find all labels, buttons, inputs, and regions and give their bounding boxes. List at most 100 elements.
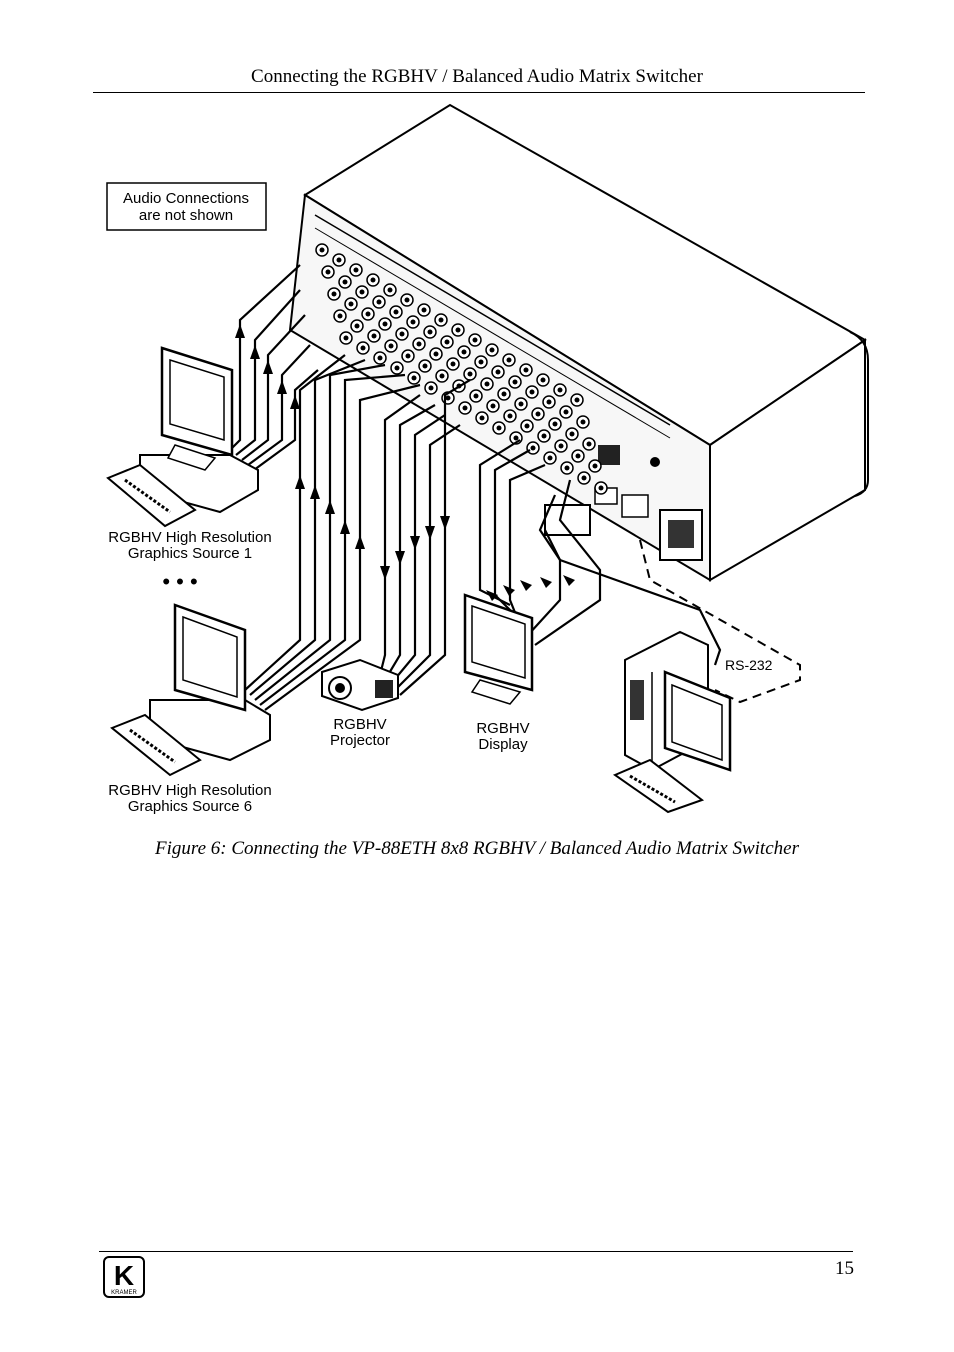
graphics-source-6-computer [110,603,271,777]
bnc-connector-pin [564,465,570,471]
display-label-line2: Display [478,736,528,753]
bnc-connector-pin [382,321,388,327]
bnc-connector-pin [484,381,490,387]
ethernet-port [598,445,620,465]
source1-label-line1: RGBHV High Resolution [108,529,271,546]
audio-note-line2: are not shown [139,207,233,224]
bnc-connector-pin [455,327,461,333]
audio-note-box: Audio Connections are not shown [106,182,267,231]
bnc-connector-pin [354,323,360,329]
bnc-connector-pin [422,363,428,369]
bnc-connector-pin [513,435,519,441]
bnc-connector-pin [557,387,563,393]
bnc-connector-pin [552,421,558,427]
bnc-connector-pin [479,415,485,421]
bnc-connector-pin [348,301,354,307]
bnc-connector-pin [438,317,444,323]
bnc-connector-pin [467,371,473,377]
bnc-connector-pin [404,297,410,303]
svg-text:KRAMER: KRAMER [111,1290,137,1296]
bnc-connector-pin [598,485,604,491]
bnc-connector-pin [507,413,513,419]
footer-divider [99,1251,853,1252]
more-sources-ellipsis: • • • [162,569,197,594]
bnc-connector-pin [371,333,377,339]
bnc-connector-pin [387,287,393,293]
bnc-connector-pin [337,313,343,319]
bnc-connector-pin [376,299,382,305]
bnc-connector-pin [473,393,479,399]
bnc-connector-pin [427,329,433,335]
direction-arrows [235,324,575,601]
bnc-connector-pin [359,289,365,295]
bnc-connector-pin [461,349,467,355]
bnc-connector-pin [586,441,592,447]
display-label-line1: RGBHV [476,720,529,737]
bnc-connector-grid [315,243,608,495]
bnc-connector-pin [343,335,349,341]
bnc-connector-pin [574,397,580,403]
bnc-connector-pin [530,445,536,451]
dashed-lan-cable [639,539,801,704]
bnc-connector-pin [360,345,366,351]
control-pc [612,630,732,814]
bnc-connector-pin [319,247,325,253]
matrix-switcher-device [288,103,869,582]
bnc-connector-pin [428,385,434,391]
svg-text:K: K [114,1260,134,1291]
projector-label-line1: RGBHV [333,716,386,733]
bnc-connector-pin [489,347,495,353]
bnc-connector-pin [478,359,484,365]
bnc-connector-pin [540,377,546,383]
bnc-connector-pin [444,339,450,345]
page-header-title: Connecting the RGBHV / Balanced Audio Ma… [251,66,703,87]
page-number: 15 [835,1258,854,1279]
bnc-connector-pin [541,433,547,439]
rgbhv-display-monitor [463,593,534,705]
bnc-connector-pin [523,367,529,373]
bnc-connector-pin [472,337,478,343]
source6-label-line1: RGBHV High Resolution [108,782,271,799]
bnc-connector-pin [433,351,439,357]
bnc-connector-pin [439,373,445,379]
connection-figure: Audio Connections are not shown [0,100,954,828]
bnc-connector-pin [393,309,399,315]
bnc-connector-pin [388,343,394,349]
dip-switch [621,494,649,518]
bnc-connector-pin [575,453,581,459]
bnc-connector-pin [501,391,507,397]
source1-label-line2: Graphics Source 1 [128,545,252,562]
source6-label-line2: Graphics Source 6 [128,798,252,815]
bnc-connector-pin [353,267,359,273]
bnc-connector-pin [496,425,502,431]
bnc-connector-pin [563,409,569,415]
bnc-connector-pin [512,379,518,385]
graphics-source-1-computer [106,346,259,528]
projector-label-line2: Projector [330,732,390,749]
bnc-connector-pin [336,257,342,263]
bnc-connector-pin [325,269,331,275]
bnc-connector-pin [581,475,587,481]
bnc-connector-pin [462,405,468,411]
bnc-connector-pin [421,307,427,313]
bnc-connector-pin [524,423,530,429]
bnc-connector-pin [535,411,541,417]
bnc-connector-pin [399,331,405,337]
bnc-connector-pin [405,353,411,359]
figure-caption: Figure 6: Connecting the VP-88ETH 8x8 RG… [155,838,799,859]
bnc-connector-pin [558,443,564,449]
bnc-connector-pin [518,401,524,407]
bnc-connector-pin [416,341,422,347]
bnc-connector-pin [445,395,451,401]
bnc-connector-pin [592,463,598,469]
audio-note-line1: Audio Connections [123,190,249,207]
kramer-logo-mark: K KRAMER [103,1256,145,1298]
bnc-connector-pin [365,311,371,317]
header-divider [93,92,865,93]
bnc-connector-pin [569,431,575,437]
bnc-connector-pin [450,361,456,367]
rgbhv-projector [321,658,399,712]
bnc-connector-pin [410,319,416,325]
rs232-label: RS-232 [725,657,773,673]
bnc-connector-pin [547,455,553,461]
